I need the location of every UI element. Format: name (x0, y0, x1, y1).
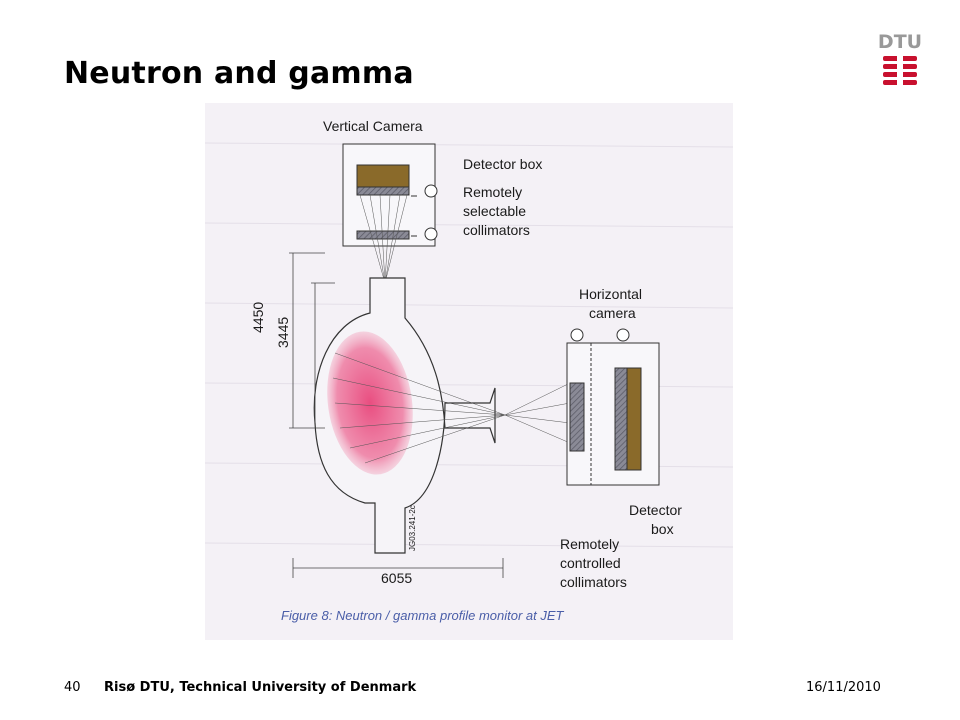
label-vertical-camera: Vertical Camera (323, 118, 423, 134)
vertical-camera (342, 143, 438, 247)
label-detector-box-top: Detector box (463, 156, 542, 172)
slide-title: Neutron and gamma (64, 56, 414, 91)
label-dim-4450: 4450 (250, 302, 266, 333)
label-remotely-selectable-1: Remotely (463, 184, 522, 200)
dtu-logo-mark (883, 54, 917, 86)
horizontal-camera-sightlines (332, 352, 626, 464)
label-remotely-selectable-2: selectable (463, 203, 526, 219)
jet-diagram-figure: Vertical Camera Detector box Remotely se… (205, 103, 733, 640)
label-horizontal-camera-2: camera (589, 305, 636, 321)
slide-footer: 40 Risø DTU, Technical University of Den… (0, 680, 960, 696)
label-remotely-controlled-2: controlled (560, 555, 621, 571)
dimension-lines (289, 252, 504, 578)
page-number: 40 (64, 680, 81, 695)
label-figure-id: JG03.241-2c (408, 505, 417, 551)
figure-caption: Figure 8: Neutron / gamma profile monito… (281, 608, 565, 623)
dtu-logo-text: DTU (878, 31, 922, 53)
plasma (327, 331, 413, 475)
dtu-logo: DTU (878, 28, 922, 86)
label-remotely-selectable-3: collimators (463, 222, 530, 238)
label-detector-box-right-1: Detector (629, 502, 682, 518)
footer-date: 16/11/2010 (806, 680, 881, 695)
label-dim-3445: 3445 (275, 317, 291, 348)
label-horizontal-camera-1: Horizontal (579, 286, 642, 302)
label-dim-6055: 6055 (381, 570, 412, 586)
footer-institution: Risø DTU, Technical University of Denmar… (104, 680, 417, 695)
label-detector-box-right-2: box (651, 521, 674, 537)
horizontal-camera (566, 328, 660, 486)
label-remotely-controlled-1: Remotely (560, 536, 619, 552)
label-remotely-controlled-3: collimators (560, 574, 627, 590)
